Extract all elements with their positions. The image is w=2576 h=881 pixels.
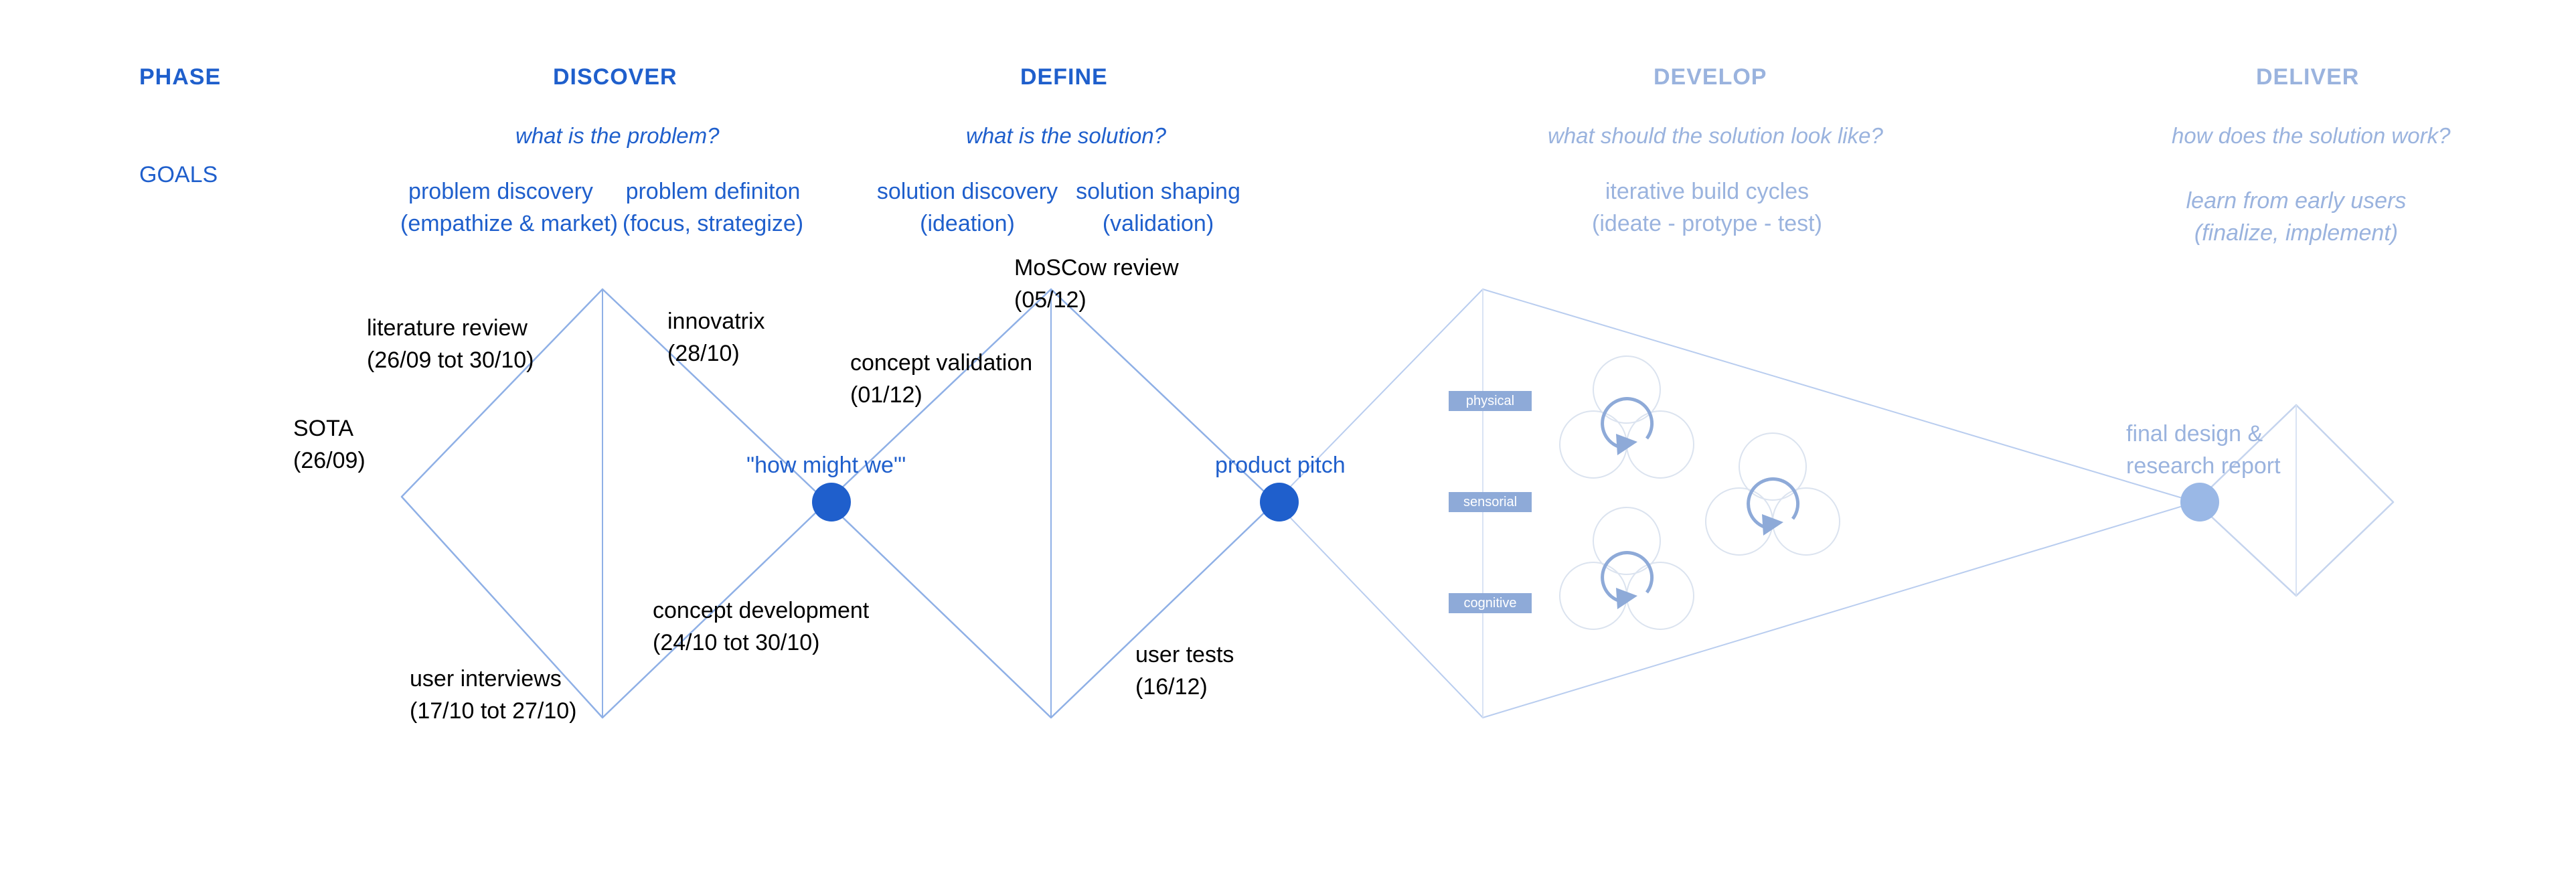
- milestone-final-design-label: final design & research report: [2126, 418, 2281, 482]
- event-title: user tests: [1135, 642, 1234, 667]
- develop-funnel: [1275, 289, 2196, 718]
- milestone-line: research report: [2126, 453, 2281, 479]
- goal-line: solution discovery: [876, 179, 1058, 204]
- tag-sensorial: sensorial: [1449, 492, 1532, 512]
- goal-line: (finalize, implement): [2194, 220, 2399, 246]
- event-user-tests: user tests (16/12): [1135, 639, 1234, 703]
- goal-line: problem discovery: [408, 179, 593, 204]
- goal-solution-shaping: solution shaping (validation): [1061, 175, 1255, 240]
- event-title: MoSCow review: [1014, 255, 1179, 281]
- event-date: (28/10): [667, 341, 740, 366]
- build-cycle-cluster-3: [1705, 432, 1840, 556]
- build-cycle-cluster-2: [1559, 507, 1694, 630]
- phase-deliver: DELIVER: [2256, 64, 2360, 90]
- event-title: literature review: [367, 315, 528, 341]
- event-innovatrix: innovatrix (28/10): [667, 305, 765, 370]
- event-date: (17/10 tot 27/10): [410, 698, 577, 724]
- goal-iterative-build: iterative build cycles (ideate - protype…: [1566, 175, 1848, 240]
- event-date: (01/12): [850, 382, 922, 408]
- event-title: SOTA: [293, 416, 354, 441]
- goal-solution-discovery: solution discovery (ideation): [867, 175, 1068, 240]
- define-question: what is the solution?: [966, 123, 1167, 148]
- event-date: (16/12): [1135, 674, 1208, 700]
- goal-learn-users: learn from early users (finalize, implem…: [2169, 185, 2423, 249]
- goal-problem-discovery: problem discovery (empathize & market): [400, 175, 618, 240]
- goal-line: (empathize & market): [400, 211, 618, 236]
- event-sota: SOTA (26/09): [293, 412, 366, 477]
- event-date: (26/09): [293, 448, 366, 473]
- goals-row-label: GOALS: [139, 162, 218, 187]
- build-cycle-cluster-1: [1559, 355, 1694, 479]
- event-moscow-review: MoSCow review (05/12): [1014, 252, 1179, 316]
- tag-physical: physical: [1449, 391, 1532, 411]
- cycle-arrow-icon: [1747, 477, 1800, 536]
- phase-row-label: PHASE: [139, 64, 222, 90]
- goal-line: learn from early users: [2186, 188, 2407, 214]
- event-date: (26/09 tot 30/10): [367, 347, 534, 373]
- cycle-arrow-icon: [1601, 551, 1654, 609]
- final-design-milestone-dot: [2180, 483, 2219, 522]
- cycle-arrow-icon: [1601, 397, 1654, 455]
- goal-line: (ideate - protype - test): [1592, 211, 1822, 236]
- deliver-diamond: [2194, 404, 2395, 597]
- tag-cognitive: cognitive: [1449, 593, 1532, 613]
- event-literature-review: literature review (26/09 tot 30/10): [367, 312, 534, 376]
- how-might-we-milestone-dot: [812, 483, 851, 522]
- goal-line: (focus, strategize): [622, 211, 804, 236]
- event-title: concept validation: [850, 350, 1033, 376]
- milestone-how-might-we-label: "how might we"': [746, 453, 906, 478]
- goal-line: (validation): [1102, 211, 1214, 236]
- develop-question: what should the solution look like?: [1548, 123, 1883, 148]
- goal-line: iterative build cycles: [1605, 179, 1809, 204]
- deliver-question: how does the solution work?: [2172, 123, 2451, 148]
- goal-line: solution shaping: [1076, 179, 1240, 204]
- goal-line: problem definiton: [625, 179, 801, 204]
- phase-develop: DEVELOP: [1654, 64, 1767, 90]
- event-date: (05/12): [1014, 287, 1086, 313]
- milestone-line: final design &: [2126, 421, 2263, 447]
- event-concept-validation: concept validation (01/12): [850, 347, 1032, 411]
- event-title: concept development: [653, 598, 870, 623]
- event-concept-development: concept development (24/10 tot 30/10): [653, 594, 869, 659]
- event-title: user interviews: [410, 666, 562, 692]
- event-date: (24/10 tot 30/10): [653, 630, 820, 655]
- goal-problem-definition: problem definiton (focus, strategize): [613, 175, 813, 240]
- goal-line: (ideation): [920, 211, 1015, 236]
- discover-question: what is the problem?: [515, 123, 720, 148]
- event-user-interviews: user interviews (17/10 tot 27/10): [410, 663, 577, 727]
- phase-define: DEFINE: [1020, 64, 1108, 90]
- milestone-product-pitch-label: product pitch: [1215, 453, 1346, 478]
- event-title: innovatrix: [667, 309, 765, 334]
- product-pitch-milestone-dot: [1260, 483, 1299, 522]
- phase-discover: DISCOVER: [553, 64, 677, 90]
